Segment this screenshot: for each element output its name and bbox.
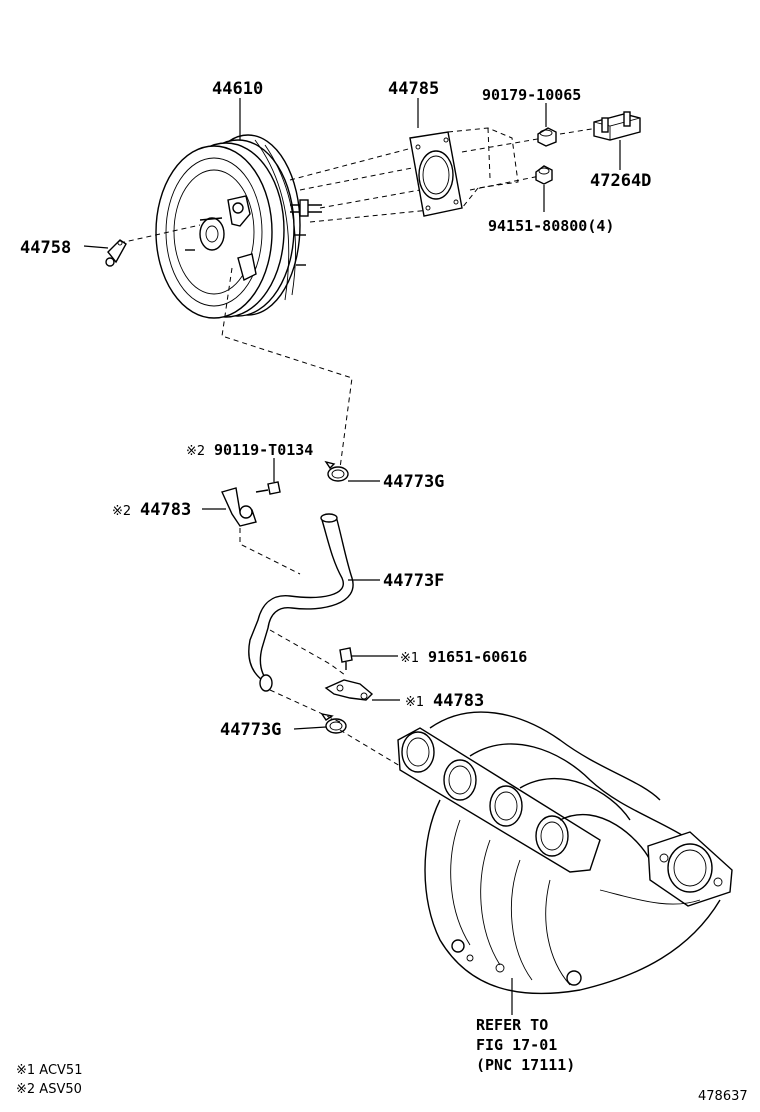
- nut-90179-drawing: [537, 127, 557, 147]
- label-94151-80800: 94151-80800(4): [488, 217, 614, 235]
- label-44773g-top: 44773G: [383, 472, 444, 492]
- brake-booster-drawing: [155, 134, 322, 319]
- label-44773g-bottom: 44773G: [220, 720, 281, 740]
- bolt-90119-drawing: [255, 481, 281, 495]
- mark-44783-bottom: ※1: [405, 695, 424, 710]
- clevis-44758-drawing: [105, 239, 127, 267]
- hose-44773f-drawing: [248, 513, 354, 692]
- label-44783-bottom: 44783: [433, 691, 484, 711]
- bracket-47264d-drawing: [593, 111, 641, 141]
- clip-44783-bottom-drawing: [324, 679, 374, 701]
- label-91651-60616: 91651-60616: [428, 648, 527, 666]
- label-44758: 44758: [20, 238, 71, 258]
- label-44783-top: 44783: [140, 500, 191, 520]
- label-44785: 44785: [388, 79, 439, 99]
- intake-manifold-drawing: [397, 711, 733, 995]
- reference-line-2: FIG 17-01: [476, 1036, 557, 1054]
- label-90179-10065: 90179-10065: [482, 86, 581, 104]
- mark-91651: ※1: [400, 651, 419, 666]
- bolt-91651-drawing: [339, 647, 353, 670]
- reference-line-1: REFER TO: [476, 1016, 548, 1034]
- nut-94151-drawing: [535, 165, 553, 185]
- footnote-1: ※1 ACV51: [16, 1063, 82, 1078]
- mark-90119: ※2: [186, 444, 205, 459]
- mark-44783-top: ※2: [112, 504, 131, 519]
- footnote-2: ※2 ASV50: [16, 1082, 82, 1097]
- clamp-44773g-top-drawing: [324, 460, 349, 482]
- label-47264d: 47264D: [590, 171, 651, 191]
- figure-number: 478637: [698, 1089, 748, 1104]
- gasket-drawing: [409, 127, 599, 217]
- label-44773f: 44773F: [383, 571, 444, 591]
- reference-line-3: (PNC 17111): [476, 1056, 575, 1074]
- label-44610: 44610: [212, 79, 263, 99]
- clip-44783-top-drawing: [221, 487, 257, 527]
- clamp-44773g-bottom-drawing: [320, 712, 347, 734]
- label-90119-t0134: 90119-T0134: [214, 441, 313, 459]
